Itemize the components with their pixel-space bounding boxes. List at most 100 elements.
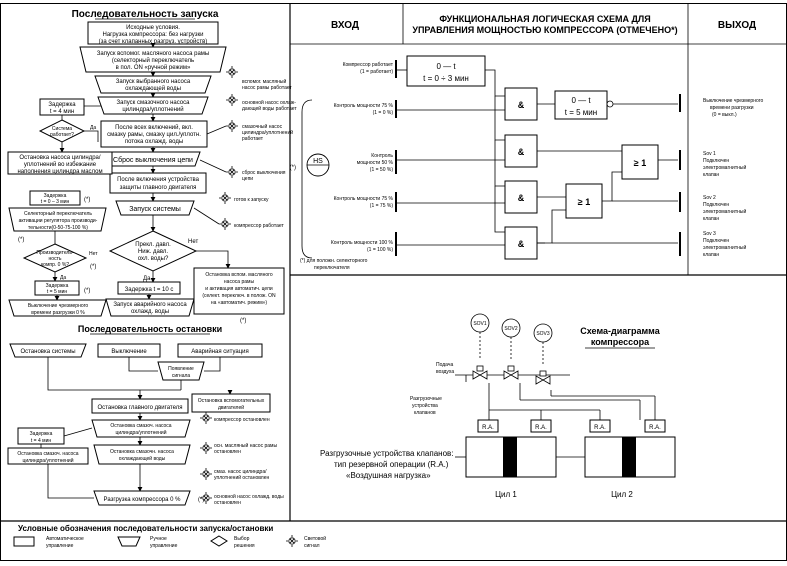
- compressor-title-1: Схема-диаграмма: [580, 326, 660, 336]
- out3-2: Подключен: [703, 202, 729, 208]
- step1-line-3: в пол. ON «ручной режим»: [116, 64, 191, 71]
- initial-line-3: (за счет клапанных разгруз. устройств): [99, 38, 208, 45]
- in-50-2: мощности 50 %: [357, 160, 394, 166]
- sig-oil-stop-1: осн. масляный насос рамы: [214, 442, 277, 449]
- step4-line-1: После всех включений, вкл.: [115, 124, 193, 131]
- timer1-box: [406, 55, 486, 87]
- stop-aux-line-5: на «автоматич. режим»): [211, 300, 267, 306]
- stop-cyl-2: уплотнений во избежание: [24, 161, 97, 168]
- delay-3min-2: t = 0 – 3 мин: [41, 199, 70, 205]
- in-75-0-2: (1 = 0 %): [373, 110, 394, 116]
- delay-4min-2: t = 4 мин: [50, 109, 74, 115]
- input-header: ВХОД: [331, 20, 359, 31]
- step-motor-protection-box: [109, 172, 207, 194]
- emergency-pump-line-1: Запуск аварийного насоса: [113, 301, 187, 308]
- step-aux-oil-pump-box: [79, 46, 227, 73]
- step3-line-1: Запуск смазочного насоса: [117, 100, 191, 106]
- hs-label: HS: [313, 158, 323, 165]
- stop-lub-cyl-1: Остановка смазоч. насоса: [17, 451, 78, 457]
- out2-1: Sov 1: [703, 151, 716, 157]
- timer2-2: t = 5 мин: [565, 108, 597, 117]
- piston-1: [503, 437, 517, 477]
- stop-sequence: Последовательность остановки Остановка с…: [7, 324, 284, 506]
- sig-lub-pump-2: цилиндра/уплотнений: [242, 129, 293, 136]
- start-seq-title: Последовательность запуска: [72, 9, 219, 20]
- sig-lub-stop-1: смаз. насос цилиндра/: [214, 469, 267, 475]
- step-system-start-box: [115, 200, 195, 216]
- stop-cyl-3: наполнения цилиндра маслом: [17, 169, 102, 175]
- stop-cyl-1: Остановка насоса цилиндра/: [19, 155, 100, 161]
- ra-1: R.A.: [482, 425, 494, 431]
- ra-box-2: [530, 419, 552, 433]
- stop-main-text: Остановка главного двигателя: [98, 405, 183, 411]
- stop-aux-2: двигателей: [218, 404, 244, 411]
- lamp-reset-icon: [225, 165, 239, 179]
- step4-line-2: смазку рамы, смазку цил./уплотн.: [107, 132, 201, 138]
- stop-cool-1: Остановка смазочн. насоса: [110, 449, 174, 455]
- selector-2: активации регулятора производи-: [19, 218, 98, 224]
- shutdown-text: Выключение: [111, 349, 147, 355]
- out4-1: Sov 3: [703, 231, 716, 237]
- step1-line-1: Запуск вспомог. масляного насоса рамы: [97, 51, 210, 57]
- capacity-3: компр. 0 %?: [41, 262, 69, 268]
- selector-switch-box: [8, 207, 107, 232]
- out1-1: Выключение чрезмерного: [703, 98, 763, 104]
- lamp-lub-pump-icon: [225, 119, 239, 133]
- out4-4: клапан: [703, 252, 719, 258]
- lub-stop-1: Остановка смазоч. насоса: [110, 423, 171, 429]
- stop-aux-box: [191, 393, 271, 413]
- step4-line-3: потока охлажд. воды: [125, 139, 183, 145]
- star-3: (*): [90, 264, 96, 270]
- star-5: (*): [240, 318, 246, 324]
- step6-line-1: После включения устройства: [117, 176, 200, 183]
- out1-2: времени разгрузки: [710, 105, 754, 111]
- legend-auto-shape: [13, 536, 35, 547]
- ra-box-3: [589, 419, 611, 433]
- unload-dev-2: устройства: [412, 402, 438, 409]
- caption-3: «Воздушная нагрузка»: [346, 471, 431, 480]
- signal-1: Появление: [168, 366, 194, 372]
- sig-lub-pump-1: смазочный насос: [242, 123, 283, 130]
- sov1-label: SOV1: [473, 321, 487, 327]
- and-gate-4: [504, 226, 538, 260]
- cyl2-label: Цил 2: [611, 490, 633, 499]
- system-works-1: Система: [52, 126, 72, 132]
- sig-aux-oil-2: насос рамы работает: [242, 85, 292, 91]
- sov2-label: SOV2: [504, 326, 518, 332]
- emergency-text: Аварийная ситуация: [191, 348, 249, 355]
- capacity-yes: Да: [60, 275, 66, 281]
- and-3-label: &: [518, 193, 525, 203]
- legend-choice-1: Выбор: [234, 536, 250, 542]
- lamp-lub-stop-icon: [199, 467, 213, 481]
- sig-reset-1: сброс выключения: [242, 170, 286, 176]
- legend-light-icon: [285, 534, 299, 548]
- piston-2: [622, 437, 636, 477]
- out2-4: клапан: [703, 172, 719, 178]
- sig-reset-2: цепи: [242, 176, 253, 182]
- legend-manual-2: управление: [150, 543, 178, 549]
- sov3-label: SOV3: [536, 331, 550, 337]
- in-50-3: (1 = 50 %): [370, 167, 394, 173]
- in-75-1: Контроль мощности 75 %: [334, 196, 394, 202]
- legend-choice-shape: [210, 535, 228, 547]
- system-works-2: работает?: [50, 132, 74, 138]
- signal-box: [157, 361, 205, 381]
- legend-title: Условные обозначения последовательности …: [18, 524, 273, 533]
- unload-box: [93, 490, 191, 506]
- stop-cool-box: [93, 444, 191, 465]
- inverter-dot: [606, 100, 614, 108]
- and-4-label: &: [518, 239, 525, 249]
- selector-3: тельности(0-50-75-100 %): [28, 225, 88, 231]
- and-1-label: &: [518, 100, 525, 110]
- star-note-2: переключателя: [314, 265, 350, 271]
- or-2-label: ≥ 1: [578, 197, 590, 207]
- caption-1: Разгрузочные устройства клапанов:: [320, 449, 454, 458]
- ra-box-1: [477, 419, 499, 433]
- out3-3: электромагнитный: [703, 208, 746, 215]
- in-running-1: Компрессор работает: [343, 62, 394, 68]
- off-excess-1: Выключение чрезмерного: [28, 303, 88, 309]
- stop-aux-line-3: и активация автоматич. цепи: [205, 286, 273, 292]
- in-running-2: (1 = работает): [360, 69, 393, 75]
- legend-manual-shape: [117, 536, 141, 547]
